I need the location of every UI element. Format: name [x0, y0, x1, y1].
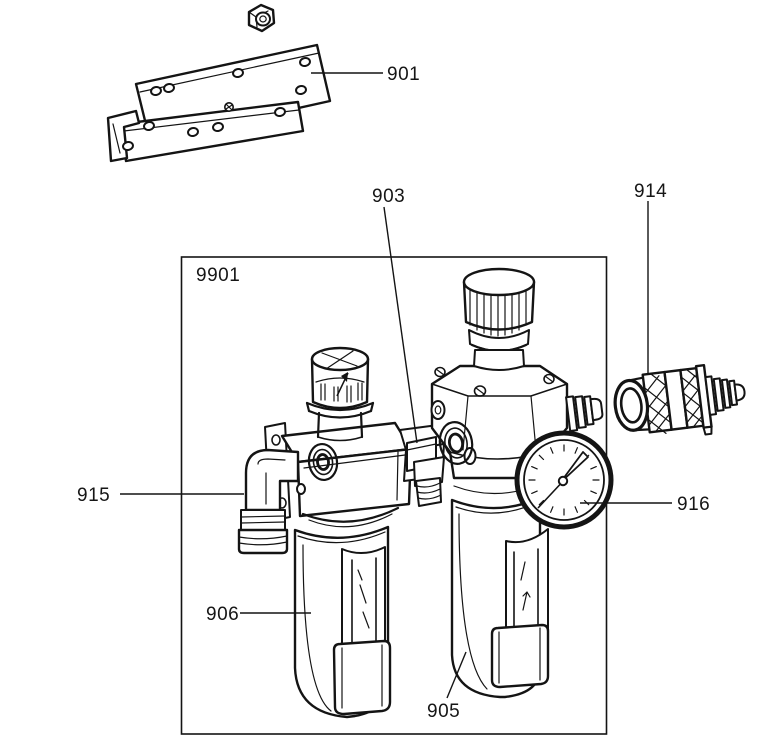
regulator-port	[438, 421, 474, 465]
callout-labels: 901 903 914 9901 915 916 906 905	[77, 64, 710, 722]
callout-915: 915	[77, 485, 110, 506]
filter-regulator-unit	[430, 267, 614, 699]
pressure-gauge	[514, 430, 614, 530]
callout-916: 916	[677, 494, 710, 515]
quick-release-coupling	[613, 364, 746, 436]
mounting-bracket	[106, 43, 332, 163]
leader-lines	[120, 72, 672, 699]
lubricator-unit	[237, 346, 445, 719]
bracket-holes	[122, 56, 311, 152]
lubricator-fill-cap	[305, 346, 375, 442]
leader-905	[446, 651, 467, 699]
lubricator-port	[307, 442, 339, 482]
leader-903	[383, 206, 418, 444]
drain-elbow-fitting	[237, 448, 300, 555]
callout-914: 914	[634, 181, 667, 202]
callout-9901: 9901	[196, 265, 240, 286]
callout-903: 903	[372, 186, 405, 207]
connector-fitting	[406, 436, 445, 507]
outlet-barb	[565, 395, 604, 432]
lubricator-sight-glass	[332, 546, 392, 716]
callout-901: 901	[387, 64, 420, 85]
callout-906: 906	[206, 604, 239, 625]
hex-nut	[247, 3, 276, 33]
filter-sight-glass	[490, 528, 550, 689]
callout-905: 905	[427, 701, 460, 722]
regulator-knob	[462, 267, 536, 371]
